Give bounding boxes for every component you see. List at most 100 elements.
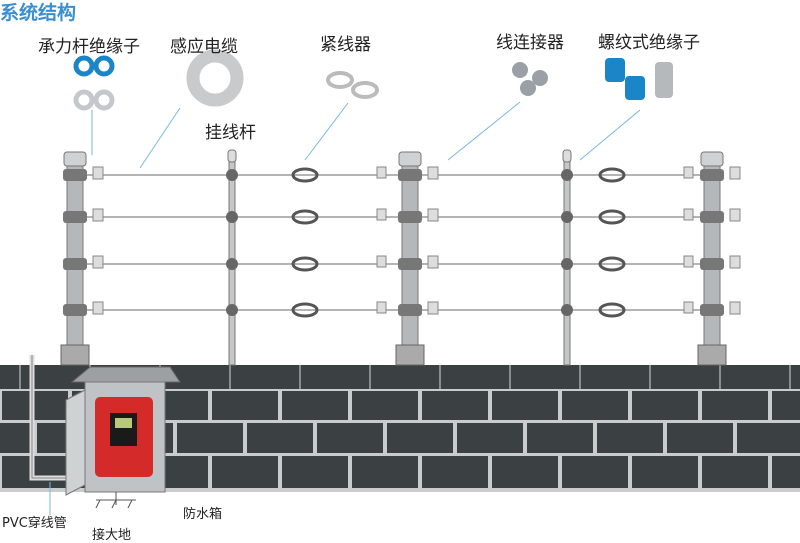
tensioner [291, 167, 319, 183]
brick [562, 456, 628, 488]
threaded-insulator [226, 258, 238, 270]
end-block [683, 301, 694, 314]
tensioner [291, 209, 319, 225]
brick [2, 456, 68, 488]
tensioner [598, 167, 626, 183]
bearing-insulator [700, 304, 724, 316]
bearing-insulator [700, 169, 724, 181]
bearing-insulator [398, 258, 422, 270]
end-block [376, 301, 387, 314]
tensioner [291, 302, 319, 318]
box-roof [70, 366, 181, 383]
tensioner [291, 256, 319, 272]
end-block [92, 208, 104, 222]
brick [0, 423, 33, 453]
threaded-insulator [226, 169, 238, 181]
bearing-insulator [63, 304, 87, 316]
brick [352, 456, 418, 488]
tensioner [598, 302, 626, 318]
end-block [92, 301, 104, 315]
brick [702, 456, 768, 488]
pointer-line [579, 109, 641, 161]
bearing-insulator [63, 258, 87, 270]
brick [527, 423, 593, 453]
label-threaded-insulator: 螺纹式绝缘子 [598, 33, 700, 53]
blue-insulator [93, 55, 115, 77]
brick [597, 423, 663, 453]
brick [212, 391, 278, 420]
brick [772, 391, 800, 420]
label-sensing-cable: 感应电缆 [170, 37, 238, 57]
brick [632, 456, 698, 488]
label-bearing-insulator: 承力杆绝缘子 [38, 37, 140, 57]
bearing-insulator [398, 304, 422, 316]
gray-insulator [93, 89, 115, 111]
tensioner-product [326, 71, 354, 89]
pvc-conduit-outline [31, 355, 68, 479]
threaded-insulator [226, 211, 238, 223]
pole-base [697, 344, 727, 366]
connector-product [520, 80, 536, 96]
gray-insulator [73, 89, 95, 111]
bearing-insulator [63, 169, 87, 181]
end-block [376, 208, 387, 221]
brick [702, 391, 768, 420]
pole-cap [562, 149, 572, 163]
end-block [729, 255, 741, 269]
brick [457, 423, 523, 453]
threaded-insulator-product [625, 76, 645, 100]
pointer-line [447, 101, 521, 161]
brick [177, 423, 243, 453]
end-block [729, 208, 741, 222]
brick [772, 456, 800, 488]
bearing-insulator [63, 211, 87, 223]
threaded-insulator-product [605, 58, 625, 82]
brick [212, 456, 278, 488]
end-block [92, 166, 104, 180]
brick [492, 456, 558, 488]
connector-product [532, 70, 548, 86]
pole-cap [398, 151, 422, 167]
end-block [427, 255, 439, 269]
end-block [683, 255, 694, 268]
end-block [427, 166, 439, 180]
brick [737, 423, 800, 453]
pole-cap [227, 149, 237, 163]
end-block [683, 166, 694, 179]
threaded-insulator [226, 304, 238, 316]
controller-panel [110, 413, 137, 446]
bearing-insulator [398, 169, 422, 181]
label-grounding: 接大地 [92, 528, 132, 543]
end-block [729, 301, 741, 315]
label-tensioner: 紧线器 [320, 35, 371, 55]
threaded-insulator [561, 258, 573, 270]
end-block [376, 166, 387, 179]
pole-cap [700, 151, 724, 167]
page-title: 系统结构 [0, 2, 77, 24]
end-block [683, 208, 694, 221]
connector-product [512, 62, 528, 78]
threaded-insulator [561, 304, 573, 316]
brick [387, 423, 453, 453]
sensing-cable-coil [186, 49, 244, 107]
threaded-insulator [561, 211, 573, 223]
pointer-line [304, 102, 349, 161]
pole-base [395, 344, 425, 366]
bearing-insulator [700, 258, 724, 270]
label-pvc-conduit: PVC穿线管 [2, 516, 67, 531]
blue-insulator [73, 55, 95, 77]
pole-cap [63, 151, 87, 167]
bearing-insulator [700, 211, 724, 223]
brick [422, 391, 488, 420]
label-waterproof-box: 防水箱 [183, 507, 223, 522]
tensioner [598, 256, 626, 272]
controller-display [115, 418, 132, 428]
brick [492, 391, 558, 420]
pole-base [60, 344, 90, 366]
label-wire-connector: 线连接器 [496, 33, 564, 53]
brick [667, 423, 733, 453]
end-block [427, 301, 439, 315]
brick [562, 391, 628, 420]
label-hanging-pole: 挂线杆 [205, 123, 256, 143]
